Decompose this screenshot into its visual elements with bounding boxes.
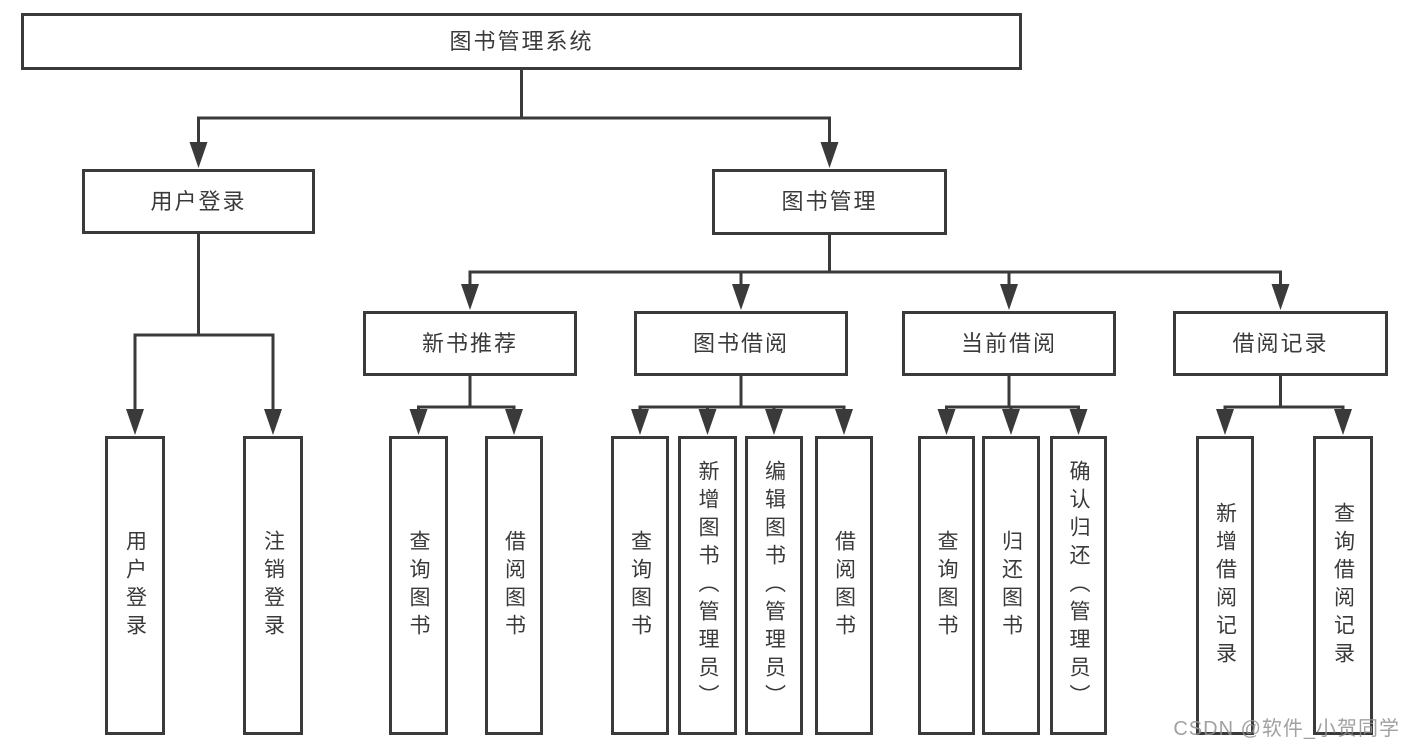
node-label: 编辑图书（管理员） bbox=[762, 459, 786, 712]
arrow-down-icon bbox=[126, 409, 144, 435]
edge-root-to-level2 bbox=[197, 69, 831, 145]
leaf-query-borrow-record: 查询借阅记录 bbox=[1313, 436, 1373, 735]
arrow-down-icon bbox=[505, 409, 523, 435]
node-label: 借阅图书 bbox=[502, 529, 526, 642]
node-label: 查询图书 bbox=[628, 529, 652, 642]
node-label: 用户登录 bbox=[123, 529, 147, 642]
node-label: 图书管理系统 bbox=[449, 28, 594, 54]
leaf-add-borrow-record: 新增借阅记录 bbox=[1196, 436, 1254, 735]
node-book-borrow: 图书借阅 bbox=[634, 311, 848, 376]
arrow-down-icon bbox=[835, 409, 853, 435]
edge-records-to-children bbox=[1223, 376, 1345, 412]
arrowheads bbox=[126, 142, 1352, 435]
node-borrow-records: 借阅记录 bbox=[1173, 311, 1388, 376]
arrow-down-icon bbox=[1216, 409, 1234, 435]
arrow-down-icon bbox=[461, 284, 479, 310]
node-label: 归还图书 bbox=[999, 529, 1023, 642]
arrow-down-icon bbox=[1069, 409, 1088, 435]
node-book-management: 图书管理 bbox=[712, 169, 947, 235]
arrow-down-icon bbox=[1271, 284, 1290, 310]
edge-book-management-to-level3 bbox=[468, 234, 1282, 288]
leaf-borrow-books: 借阅图书 bbox=[815, 436, 873, 735]
arrow-down-icon bbox=[732, 284, 750, 310]
leaf-edit-books-admin: 编辑图书（管理员） bbox=[745, 436, 803, 735]
leaf-user-login: 用户登录 bbox=[105, 436, 165, 735]
leaf-query-books-current: 查询图书 bbox=[918, 436, 975, 735]
node-root-library-system: 图书管理系统 bbox=[21, 13, 1022, 70]
arrow-down-icon bbox=[1334, 409, 1352, 435]
leaf-query-books-borrow: 查询图书 bbox=[611, 436, 669, 735]
node-user-login: 用户登录 bbox=[82, 169, 315, 234]
node-label: 借阅记录 bbox=[1232, 330, 1329, 356]
leaf-confirm-return-admin: 确认归还（管理员） bbox=[1050, 436, 1107, 735]
node-label: 当前借阅 bbox=[960, 330, 1057, 356]
csdn-watermark: CSDN @软件_小贺同学 bbox=[1173, 718, 1400, 740]
arrow-down-icon bbox=[937, 409, 956, 435]
node-label: 查询图书 bbox=[935, 529, 958, 642]
arrow-down-icon bbox=[189, 142, 208, 168]
arrow-down-icon bbox=[264, 409, 282, 435]
node-new-book-recommend: 新书推荐 bbox=[363, 311, 577, 376]
arrow-down-icon bbox=[409, 409, 428, 435]
node-label: 用户登录 bbox=[150, 188, 247, 214]
node-label: 新书推荐 bbox=[421, 330, 518, 356]
node-label: 查询图书 bbox=[407, 529, 430, 642]
node-label: 注销登录 bbox=[261, 529, 285, 642]
node-label: 新增借阅记录 bbox=[1213, 501, 1237, 670]
node-label: 查询借阅记录 bbox=[1331, 501, 1355, 670]
leaf-add-books-admin: 新增图书（管理员） bbox=[678, 436, 737, 735]
node-current-borrow: 当前借阅 bbox=[902, 311, 1116, 376]
node-label: 新增图书（管理员） bbox=[696, 459, 719, 712]
leaf-query-books-recommend: 查询图书 bbox=[389, 436, 448, 735]
arrow-down-icon bbox=[1002, 409, 1020, 435]
arrow-down-icon bbox=[1000, 284, 1018, 310]
node-label: 图书借阅 bbox=[692, 330, 789, 356]
edge-borrow-to-children bbox=[638, 376, 846, 412]
leaf-logout: 注销登录 bbox=[243, 436, 303, 735]
edge-current-to-children bbox=[945, 376, 1080, 412]
arrow-down-icon bbox=[631, 409, 649, 435]
leaf-borrow-books-recommend: 借阅图书 bbox=[485, 436, 543, 735]
node-label: 图书管理 bbox=[781, 189, 878, 214]
node-label: 确认归还（管理员） bbox=[1067, 459, 1090, 712]
arrow-down-icon bbox=[698, 409, 717, 435]
arrow-down-icon bbox=[820, 142, 839, 168]
leaf-return-books: 归还图书 bbox=[982, 436, 1040, 735]
arrow-down-icon bbox=[765, 409, 783, 435]
edge-user-login-to-children bbox=[133, 234, 275, 412]
node-label: 借阅图书 bbox=[832, 529, 856, 642]
edge-recommend-to-children bbox=[417, 376, 516, 412]
